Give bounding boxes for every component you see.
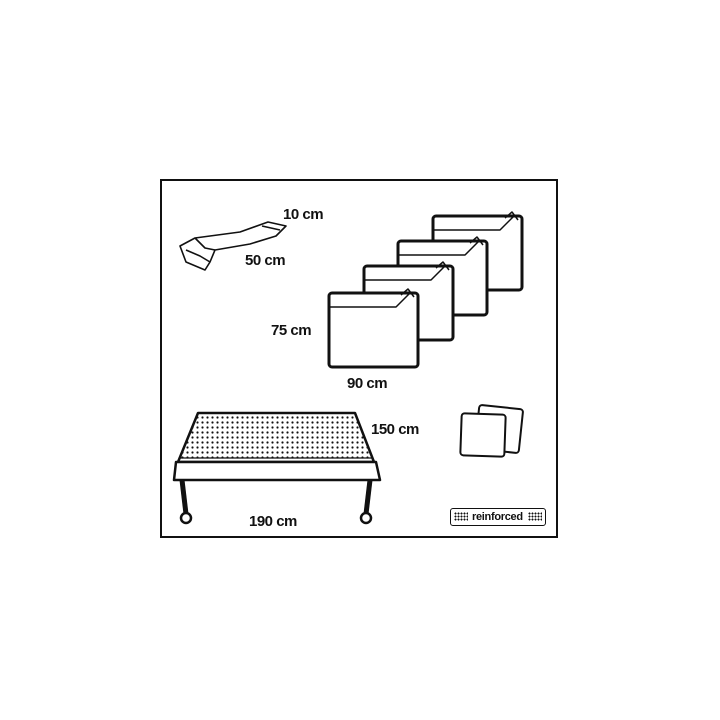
table-depth-label: 150 cm <box>371 421 419 438</box>
reinforced-legend-text: reinforced <box>472 511 523 523</box>
tape-strip-icon <box>179 221 287 271</box>
dots-left-icon <box>454 512 468 521</box>
table-length-label: 190 cm <box>249 513 297 530</box>
strip-length-label: 50 cm <box>245 252 286 269</box>
diagram-frame <box>160 179 558 538</box>
reinforced-legend: reinforced <box>450 508 546 526</box>
pads-icon <box>459 404 524 458</box>
strip-width-label: 10 cm <box>283 206 324 223</box>
drape-height-label: 75 cm <box>271 322 312 339</box>
drape-1 <box>327 288 420 369</box>
dots-right-icon <box>528 512 542 521</box>
drape-width-label: 90 cm <box>347 375 388 392</box>
drape-stack-icon <box>327 211 524 369</box>
table-cover-icon <box>172 411 382 525</box>
